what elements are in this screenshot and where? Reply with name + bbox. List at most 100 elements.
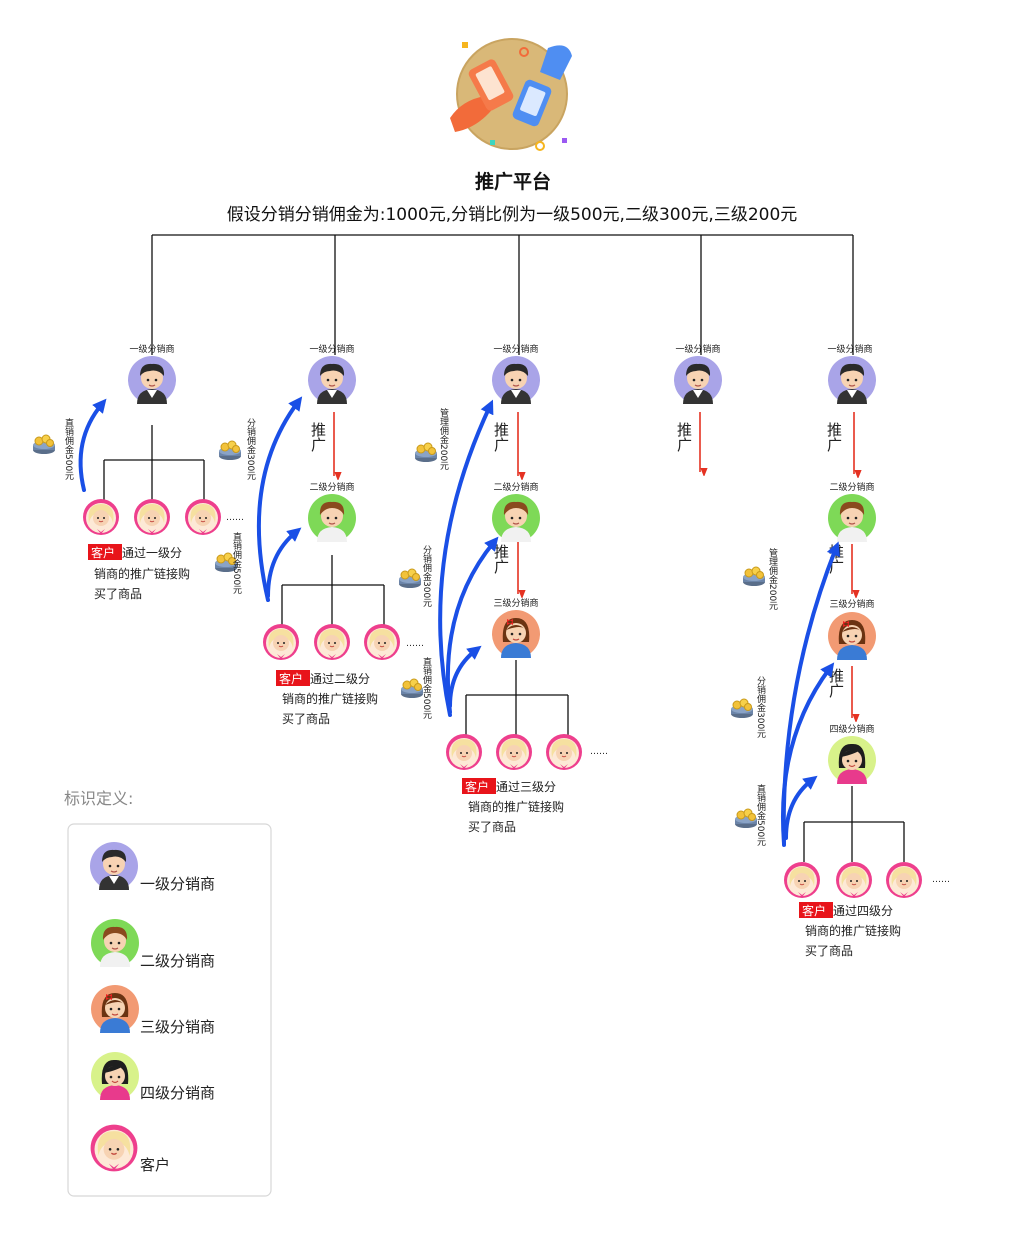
svg-text:客户: 客户 [279,671,303,686]
commission-arrow [780,662,835,845]
customer-avatar [495,733,533,771]
push-label: 推广 [675,422,693,453]
push-label: 推广 [825,422,843,453]
level4-avatar [827,735,877,785]
caption: 客户 通过三级分 销商的推广链接购 买了商品 [462,778,564,834]
money-icon [398,568,422,589]
level3-avatar [491,609,541,659]
level1-avatar [491,355,541,405]
page-subtitle: 假设分销分销佣金为:1000元,分销比例为一级500元,二级300元,三级200… [227,205,798,225]
legend-box [67,823,272,1197]
svg-text:客户: 客户 [802,903,826,918]
commission-arrow [256,396,303,602]
money-icon [32,434,56,455]
customer-avatar [313,623,351,661]
customer-avatar [184,498,222,536]
commission-label: 直销佣金500元 [63,417,74,481]
commission-label: 管理佣金200元 [767,547,778,611]
legend-level3-icon [90,984,140,1034]
customer-avatar [262,623,300,661]
role-label: 一级分销商 [827,343,872,355]
level1-avatar [827,355,877,405]
level2-avatar [827,493,877,543]
legend-level2-icon [90,918,140,968]
svg-text:买了商品: 买了商品 [805,943,853,958]
commission-arrow [266,527,302,598]
role-label: 三级分销商 [493,597,538,609]
svg-text:客户: 客户 [91,545,115,560]
role-label: 一级分销商 [129,343,174,355]
commission-arrow [784,775,818,840]
legend-item: 三级分销商 [140,1018,215,1036]
customer-avatar [545,733,583,771]
svg-text:通过二级分: 通过二级分 [310,672,370,686]
push-label: 推广 [827,668,845,699]
svg-text:买了商品: 买了商品 [94,586,142,601]
money-icon [730,698,754,719]
commission-label: 直销佣金500元 [231,531,242,595]
commission-label: 直销佣金500元 [755,783,766,847]
push-label: 推广 [492,544,510,575]
level1-avatar [307,355,357,405]
customer-avatar [783,861,821,899]
level2-avatar [491,493,541,543]
svg-text:销商的推广链接购: 销商的推广链接购 [94,566,190,581]
ellipsis: …… [226,513,244,523]
customer-avatar [885,861,923,899]
customer-avatar [82,498,120,536]
commission-arrow [445,536,499,714]
level1-avatar [673,355,723,405]
customer-avatar [835,861,873,899]
svg-text:通过一级分: 通过一级分 [122,546,182,560]
money-icon [400,678,424,699]
commission-label: 分销佣金300元 [421,545,432,608]
legend-item: 二级分销商 [140,952,215,970]
svg-text:销商的推广链接购: 销商的推广链接购 [805,923,901,938]
top-connector [151,234,854,355]
role-label: 三级分销商 [829,598,874,610]
ellipsis: …… [932,875,950,885]
ellipsis: …… [590,747,608,757]
role-label: 二级分销商 [493,481,538,493]
platform-logo [450,38,572,151]
role-label: 一级分销商 [493,343,538,355]
role-label: 二级分销商 [829,481,874,493]
commission-arrow [438,399,494,717]
commission-label: 直销佣金500元 [421,656,432,720]
svg-text:销商的推广链接购: 销商的推广链接购 [282,691,378,706]
commission-label: 分销佣金300元 [755,676,766,739]
level1-avatar [127,355,177,405]
legend-item: 四级分销商 [140,1084,215,1102]
svg-text:买了商品: 买了商品 [282,711,330,726]
legend-level4-icon [90,1051,140,1101]
role-label: 一级分销商 [675,343,720,355]
money-icon [414,442,438,463]
legend-level1-icon [89,841,139,891]
customer-avatar [363,623,401,661]
push-label: 推广 [309,422,327,453]
customer-avatar [133,498,171,536]
money-icon [742,566,766,587]
caption: 客户 通过一级分 销商的推广链接购 买了商品 [88,544,190,601]
money-icon [734,808,758,829]
commission-arrow [78,398,107,492]
caption: 客户 通过四级分 销商的推广链接购 买了商品 [799,902,901,958]
level2-avatar [307,493,357,543]
money-icon [218,440,242,461]
level3-avatar [827,611,877,661]
role-label: 一级分销商 [309,343,354,355]
caption: 客户 通过二级分 销商的推广链接购 买了商品 [276,670,378,726]
svg-text:买了商品: 买了商品 [468,819,516,834]
legend-title: 标识定义: [64,789,133,808]
customer-avatar [445,733,483,771]
role-label: 二级分销商 [309,481,354,493]
legend-item: 一级分销商 [140,875,215,893]
commission-label: 分销佣金300元 [245,418,256,481]
svg-text:销商的推广链接购: 销商的推广链接购 [468,799,564,814]
push-label: 推广 [492,422,510,453]
commission-label: 管理佣金200元 [438,407,449,471]
ellipsis: …… [406,639,424,649]
svg-text:通过三级分: 通过三级分 [496,780,556,794]
role-label: 四级分销商 [829,723,874,735]
